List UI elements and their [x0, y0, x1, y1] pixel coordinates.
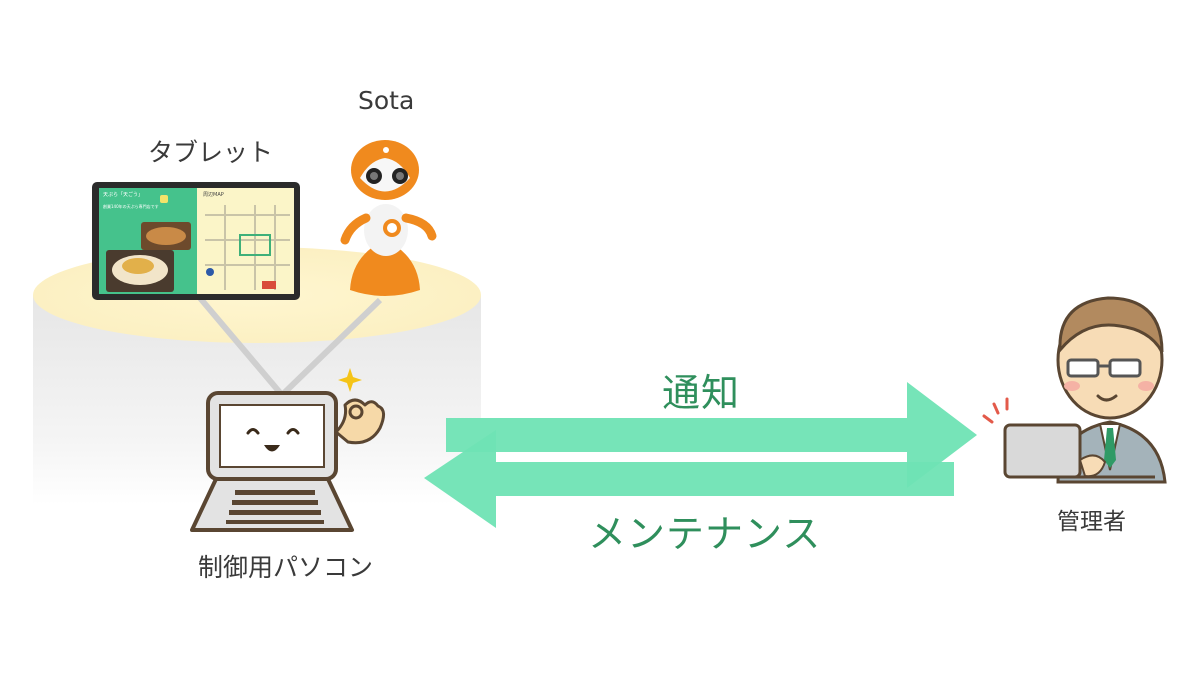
control-pc-label: 制御用パソコン — [198, 553, 374, 582]
sota-base — [350, 240, 420, 296]
tablet-label: タブレット — [148, 138, 274, 167]
map-route — [239, 234, 271, 256]
control-pc-laptop — [190, 368, 385, 532]
laptop-mouth — [264, 445, 280, 452]
alert-icon — [982, 397, 1009, 424]
administrator — [982, 296, 1167, 484]
connection-lines — [197, 296, 383, 398]
laptop-keys — [226, 490, 324, 524]
sota-right-arm — [401, 213, 437, 241]
admin-tie — [1104, 428, 1116, 468]
maintenance-arrow-left — [424, 430, 954, 528]
sota-pc-line — [279, 297, 383, 398]
admin-laptop — [1003, 423, 1082, 479]
sparkle-icon — [338, 368, 362, 392]
laptop-eye-left — [246, 428, 260, 435]
maintenance-label: メンテナンス — [588, 512, 822, 556]
map-roads — [205, 205, 290, 290]
tablet-badge-icon — [160, 195, 168, 203]
ok-hand-icon — [334, 398, 385, 445]
arrows — [424, 382, 977, 528]
tablet-pc-line — [197, 296, 285, 397]
notify-label: 通知 — [662, 371, 741, 415]
admin-hair — [1058, 296, 1164, 354]
laptop-eye-right — [286, 428, 300, 435]
tablet-left-text: 創業140年の天ぷら専門店です — [103, 204, 159, 209]
tablet-left-title: 天ぷら「天ごう」 — [103, 192, 144, 198]
notify-arrow-right — [446, 382, 977, 488]
sota-robot — [340, 140, 437, 296]
map-marker — [262, 281, 276, 289]
tablet-right-title: 周辺MAP — [203, 192, 224, 198]
sota-left-arm — [340, 213, 371, 245]
admin-glasses-icon — [1066, 358, 1142, 378]
sota-label: Sota — [358, 86, 415, 115]
admin-label: 管理者 — [1057, 509, 1126, 535]
map-pin-icon — [206, 268, 214, 276]
tablet — [92, 182, 300, 300]
admin-hand — [1078, 454, 1107, 478]
